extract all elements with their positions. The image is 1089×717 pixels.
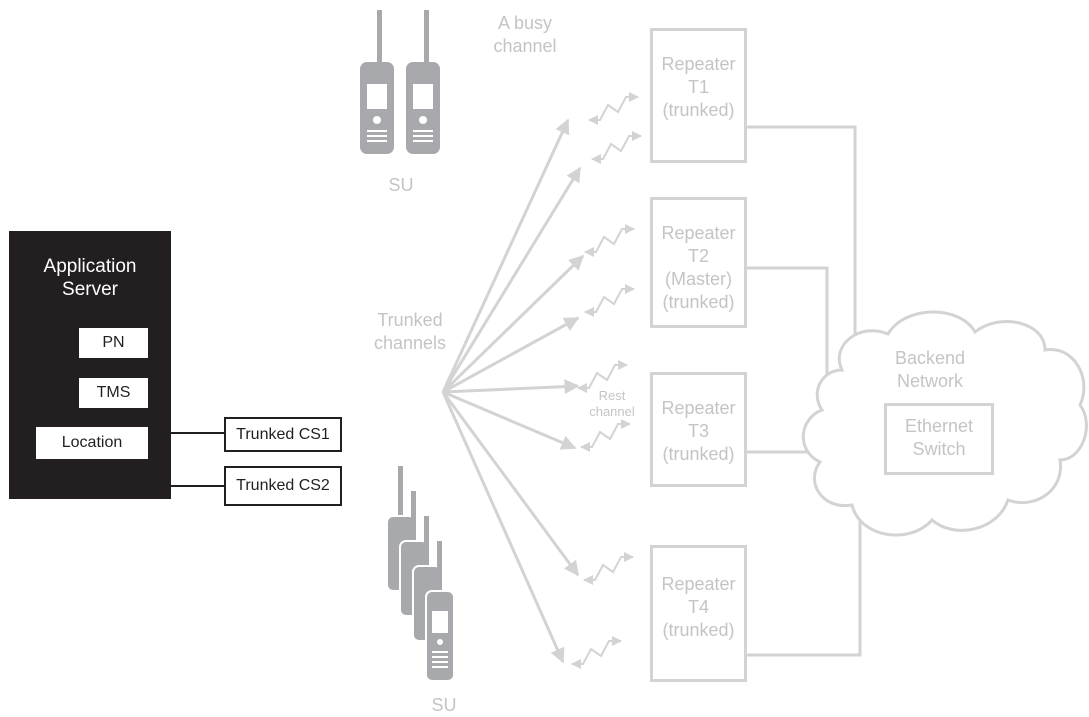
repeater-t1-box: Repeater T1 (trunked): [650, 28, 747, 163]
su-radios-top: [360, 10, 440, 154]
su-label-top: SU: [388, 175, 414, 195]
tms-module: TMS: [79, 378, 148, 408]
application-server: Application Server PN TMS Location: [9, 231, 171, 499]
radio-link-symbols: [571, 92, 642, 669]
trunked-channel-arrows: [441, 118, 585, 664]
ethernet-switch-label: Ethernet Switch: [904, 416, 974, 459]
pn-module: PN: [79, 328, 148, 358]
repeater-t2-box: Repeater T2 (Master) (trunked): [650, 197, 747, 328]
trunked-channels-label: Trunked channels: [373, 310, 447, 353]
repeater-t1-label: Repeater T1 (trunked): [661, 54, 736, 120]
repeater-t3-label: Repeater T3 (trunked): [661, 398, 736, 464]
backend-network-label: Backend Network: [894, 348, 966, 391]
repeater-t4-box: Repeater T4 (trunked): [650, 545, 747, 682]
su-radios-bottom: [386, 466, 455, 682]
repeater-t4-label: Repeater T4 (trunked): [661, 574, 736, 640]
su-label-bottom: SU: [431, 695, 457, 715]
busy-channel-label: A busy channel: [493, 13, 557, 56]
backend-wiring: [746, 125, 862, 657]
rest-channel-label: Rest channel: [589, 388, 635, 419]
trunked-cs2-box: Trunked CS2: [224, 466, 342, 506]
repeater-t3-box: Repeater T3 (trunked): [650, 372, 747, 487]
location-module: Location: [36, 427, 148, 459]
application-server-title: Application Server: [43, 256, 137, 300]
ethernet-switch-box: Ethernet Switch: [884, 403, 994, 475]
trunked-cs1-box: Trunked CS1: [224, 417, 342, 452]
repeater-t2-label: Repeater T2 (Master) (trunked): [661, 223, 736, 312]
